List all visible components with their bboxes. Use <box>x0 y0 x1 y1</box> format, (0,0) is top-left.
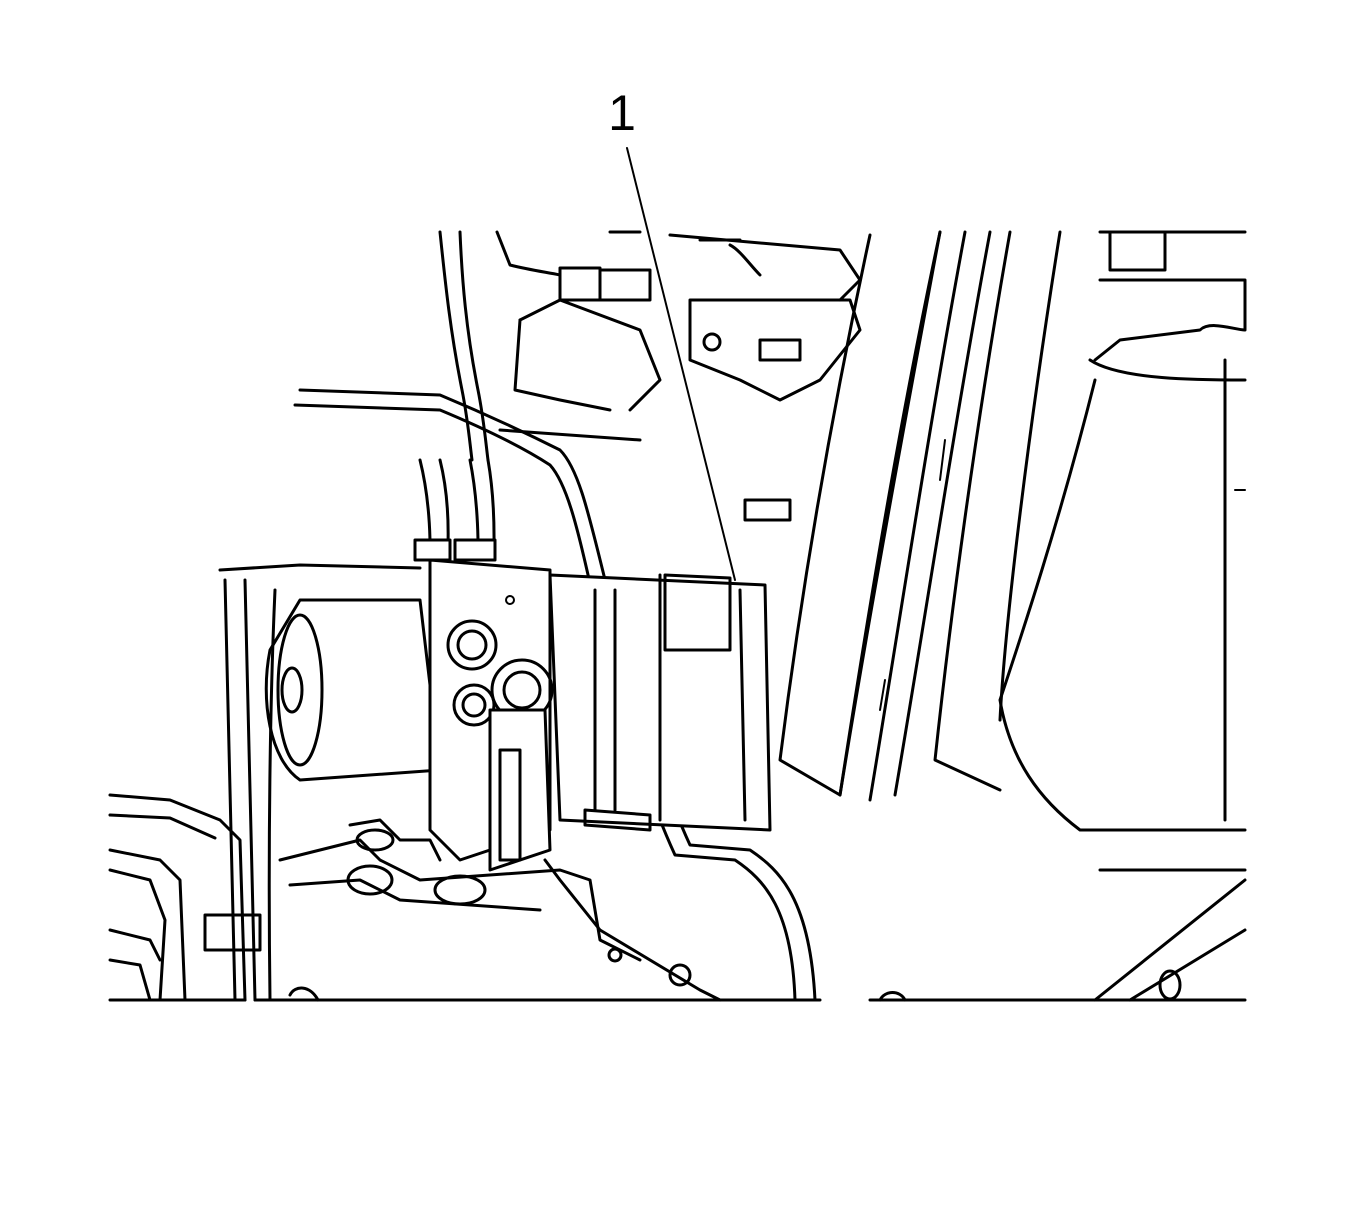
front-left-structure <box>108 793 247 1002</box>
brake-booster <box>778 230 1062 802</box>
abs-module <box>264 538 772 872</box>
strut-tower <box>998 230 1247 1002</box>
wiring-harness <box>438 230 862 522</box>
callout-label-1: 1 <box>608 85 636 141</box>
callout-leader-1 <box>626 147 736 581</box>
